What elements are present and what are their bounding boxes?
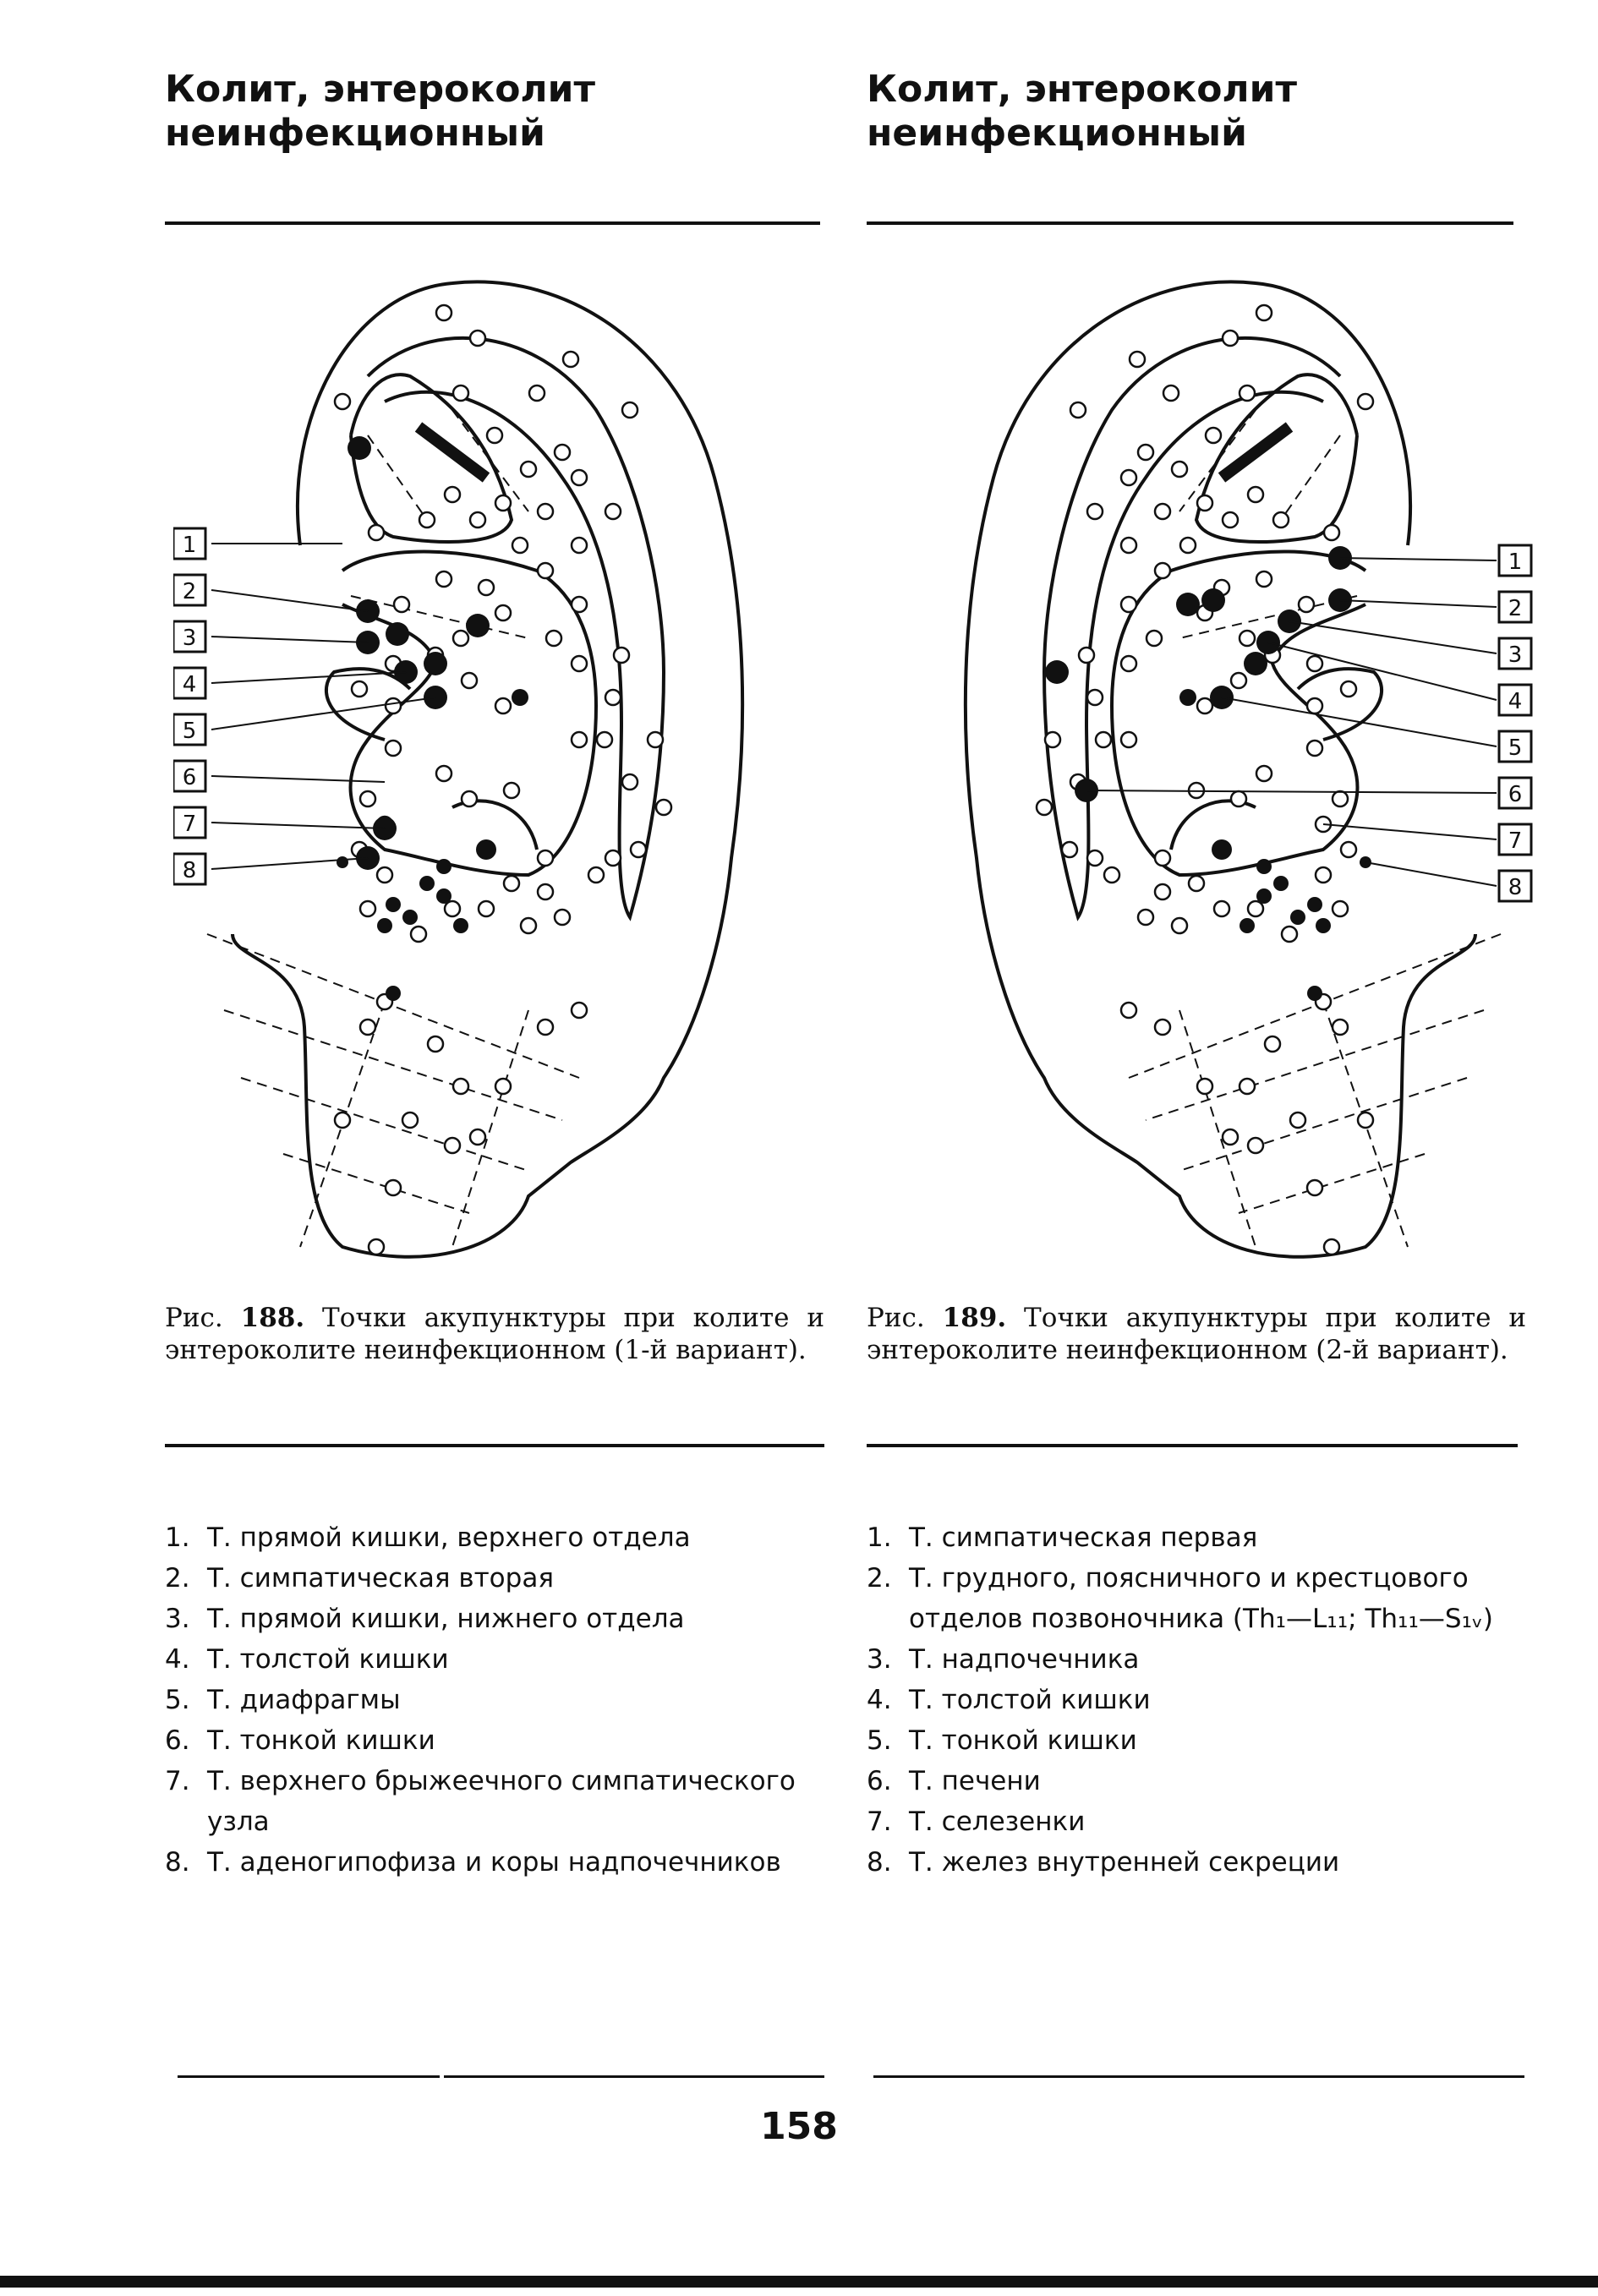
right-legend-text: Т. печени [909,1766,1041,1796]
left-legend-num: 5. [165,1685,190,1715]
right-legend-item: 7. Т. селезенки [867,1801,1526,1842]
left-legend-text: Т. диафрагмы [207,1685,401,1715]
left-mid-rule [165,1444,824,1447]
right-marker-8: 8 [1508,875,1523,900]
right-legend-item: 1. Т. симпатическая первая [867,1517,1526,1558]
left-marker-1: 1 [183,533,197,558]
left-bottom-rule-b [444,2075,824,2078]
left-bottom-rule-a [178,2075,440,2078]
right-mid-rule [867,1444,1518,1447]
right-legend-text: Т. надпочечника [909,1644,1140,1675]
right-legend-text: Т. грудного, поясничного и крестцового о… [909,1563,1494,1634]
right-legend-num: 6. [867,1766,892,1796]
page-bottom-bar [0,2276,1598,2288]
left-legend-num: 1. [165,1522,190,1553]
left-legend-text: Т. тонкой кишки [207,1725,435,1756]
left-marker-4: 4 [183,672,197,697]
right-legend-num: 8. [867,1847,892,1878]
right-legend-num: 2. [867,1563,892,1594]
right-legend-text: Т. тонкой кишки [909,1725,1137,1756]
right-legend-text: Т. толстой кишки [909,1685,1151,1715]
right-legend-text: Т. желез внутренней секреции [909,1847,1340,1878]
right-caption-number: 189. [942,1303,1007,1333]
right-marker-4: 4 [1508,689,1523,714]
left-legend-num: 7. [165,1766,190,1796]
right-caption-prefix: Рис. [867,1303,925,1333]
left-legend-item: 1. Т. прямой кишки, верхнего отдела [165,1517,824,1558]
left-legend-num: 4. [165,1644,190,1675]
left-legend-item: 8. Т. аденогипофиза и коры надпочечников [165,1842,824,1883]
right-marker-3: 3 [1508,642,1523,668]
left-marker-8: 8 [183,858,197,883]
right-marker-5: 5 [1508,735,1523,761]
left-legend-num: 2. [165,1563,190,1594]
left-marker-7: 7 [183,812,197,837]
right-heading-line-1: Колит, энтероколит [867,68,1297,111]
right-marker-6: 6 [1508,782,1523,807]
right-marker-7: 7 [1508,828,1523,854]
left-legend-num: 6. [165,1725,190,1756]
left-legend-text: Т. верхнего брыжеечного симпатического у… [207,1766,796,1837]
right-bottom-rule [873,2075,1524,2078]
right-figure-caption: Рис. 189. Точки акупунктуры при колите и… [867,1302,1526,1366]
right-legend-num: 3. [867,1644,892,1675]
left-caption-text: Точки акупунктуры при колите и энтерокол… [165,1303,825,1365]
left-heading-line-1: Колит, энтероколит [165,68,595,111]
right-legend-item: 8. Т. желез внутренней секреции [867,1842,1526,1883]
left-figure-caption: Рис. 188. Точки акупунктуры при колите и… [165,1302,824,1366]
right-legend-num: 4. [867,1685,892,1715]
right-legend-item: 5. Т. тонкой кишки [867,1720,1526,1761]
right-legend-num: 1. [867,1522,892,1553]
left-ear-diagram: 1 2 3 4 5 6 7 8 [173,280,745,1259]
right-marker-2: 2 [1508,596,1523,621]
left-legend-text: Т. толстой кишки [207,1644,449,1675]
right-caption-text: Точки акупунктуры при колите и энтерокол… [867,1303,1527,1365]
left-legend-num: 8. [165,1847,190,1878]
right-legend-text: Т. симпатическая первая [909,1522,1258,1553]
right-legend-item: 4. Т. толстой кишки [867,1680,1526,1720]
right-legend-item: 3. Т. надпочечника [867,1639,1526,1680]
left-legend-item: 4. Т. толстой кишки [165,1639,824,1680]
left-legend-text: Т. симпатическая вторая [207,1563,554,1594]
left-legend-list: 1. Т. прямой кишки, верхнего отдела 2. Т. … [165,1517,824,1883]
left-legend-item: 5. Т. диафрагмы [165,1680,824,1720]
right-top-rule [867,221,1513,225]
left-marker-5: 5 [183,719,197,744]
left-top-rule [165,221,820,225]
left-legend-text: Т. прямой кишки, нижнего отдела [207,1604,685,1634]
left-marker-2: 2 [183,579,197,604]
right-marker-1: 1 [1508,549,1523,575]
left-legend-item: 7. Т. верхнего брыжеечного симпатического… [165,1761,824,1842]
left-heading-line-2: неинфекционный [165,112,545,155]
left-caption-prefix: Рис. [165,1303,223,1333]
right-legend-text: Т. селезенки [909,1807,1086,1837]
right-legend-list: 1. Т. симпатическая первая 2. Т. грудного,… [867,1517,1526,1883]
right-heading: Колит, энтероколит неинфекционный [867,68,1543,156]
right-heading-line-2: неинфекционный [867,112,1247,155]
right-legend-item: 2. Т. грудного, поясничного и крестцового… [867,1558,1526,1639]
left-legend-text: Т. аденогипофиза и коры надпочечников [207,1847,781,1878]
left-legend-item: 6. Т. тонкой кишки [165,1720,824,1761]
left-legend-text: Т. прямой кишки, верхнего отдела [207,1522,691,1553]
page-number: 158 [760,2105,838,2148]
left-legend-item: 2. Т. симпатическая вторая [165,1558,824,1599]
right-legend-item: 6. Т. печени [867,1761,1526,1801]
left-heading: Колит, энтероколит неинфекционный [165,68,841,156]
left-marker-6: 6 [183,765,197,790]
left-caption-number: 188. [240,1303,305,1333]
right-ear-diagram: 1 2 3 4 5 6 7 8 [963,280,1533,1259]
right-legend-num: 5. [867,1725,892,1756]
left-marker-3: 3 [183,626,197,651]
left-legend-item: 3. Т. прямой кишки, нижнего отдела [165,1599,824,1639]
left-legend-num: 3. [165,1604,190,1634]
right-legend-num: 7. [867,1807,892,1837]
